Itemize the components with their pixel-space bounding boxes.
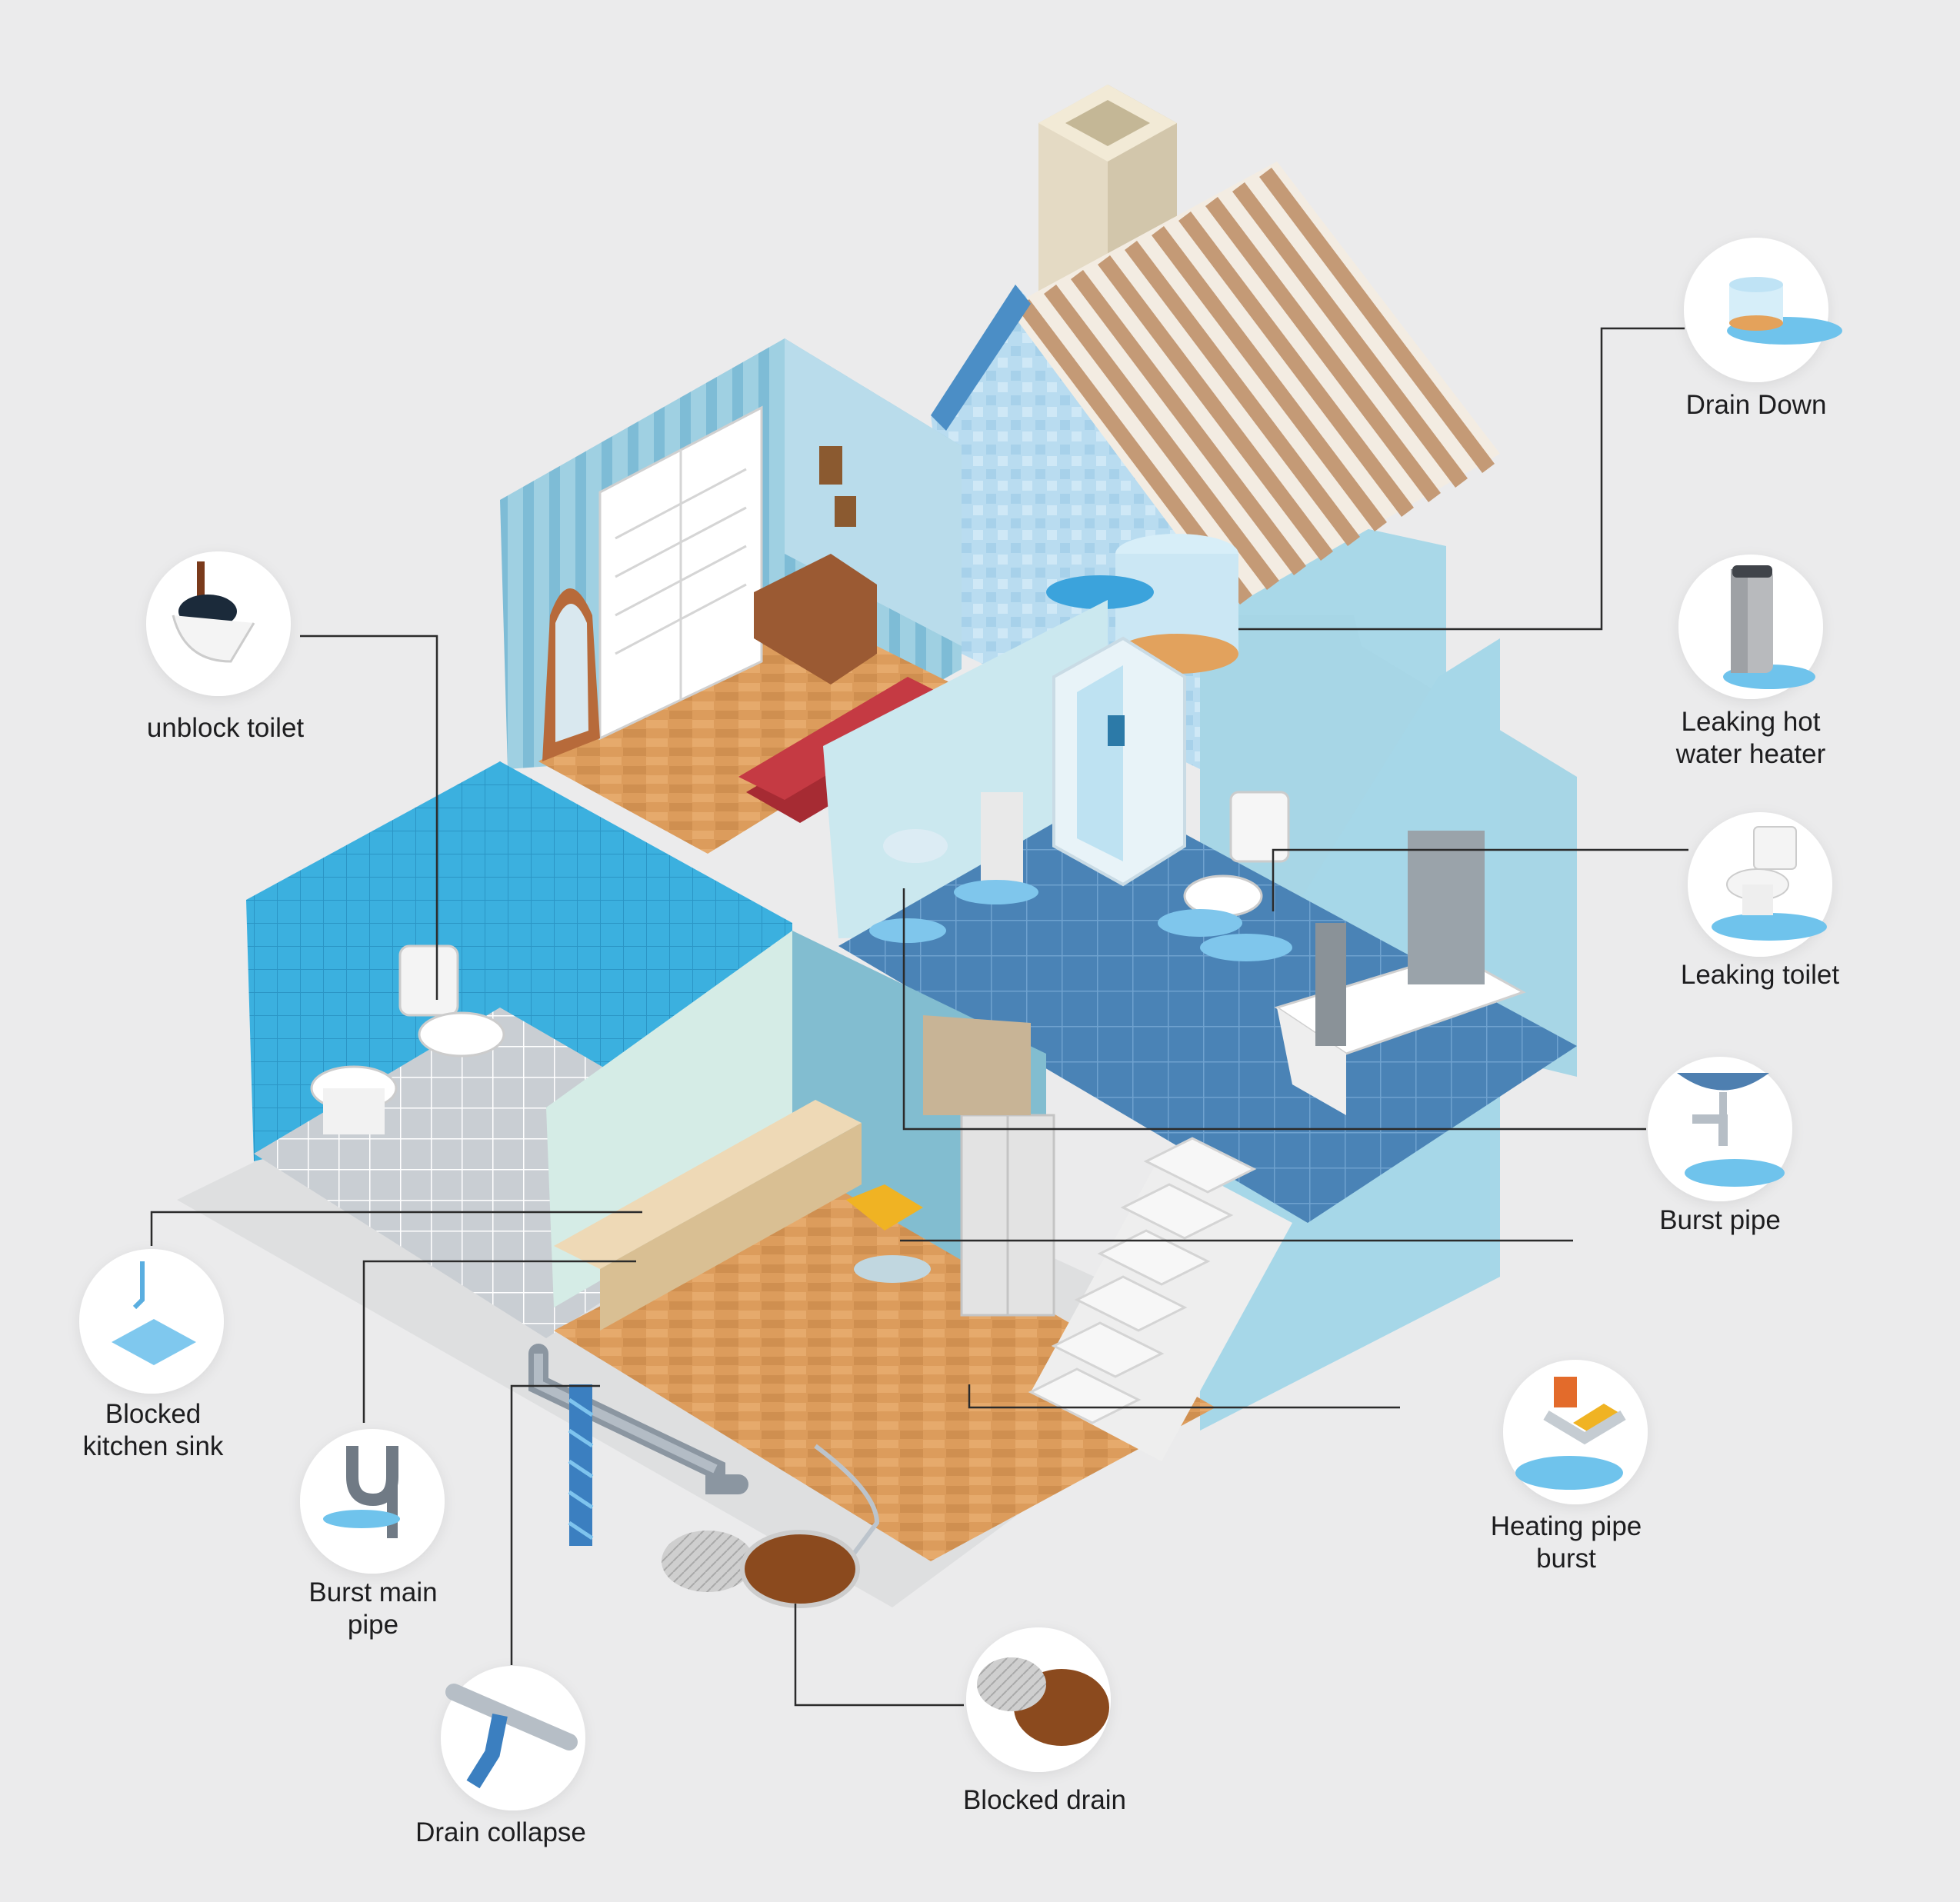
callout-icons — [79, 238, 1842, 1810]
callout-label-line: pipe — [347, 1610, 399, 1640]
callout-label-line: Burst main — [308, 1577, 438, 1607]
staircase — [1028, 1137, 1292, 1461]
callout-leaking-toilet: Leaking toilet — [1675, 959, 1845, 991]
callout-label-line: kitchen sink — [82, 1431, 224, 1461]
heating-pump-icon — [1503, 1360, 1648, 1504]
callout-drain-down: Drain Down — [1672, 389, 1841, 421]
callout-blocked-kitchen-sink: Blocked kitchen sink — [68, 1398, 238, 1463]
manhole-drain-icon — [966, 1627, 1111, 1772]
collapsed-drain-icon — [441, 1666, 585, 1810]
callout-label-line: water heater — [1675, 739, 1826, 769]
kitchen — [546, 931, 1215, 1561]
callout-burst-pipe: Burst pipe — [1635, 1204, 1805, 1237]
callout-label-line: Leaking hot — [1681, 707, 1821, 737]
roof — [931, 162, 1500, 608]
burst-sink-pipe-icon — [1648, 1057, 1792, 1201]
water-tank-icon — [1684, 238, 1842, 382]
callout-label-line: Drain collapse — [415, 1817, 586, 1847]
toilet-plunger-icon — [146, 551, 291, 696]
callout-label-line: unblock toilet — [146, 713, 305, 743]
water-heater-icon — [1678, 555, 1823, 699]
kitchen-sink-icon — [79, 1249, 224, 1394]
callout-burst-main-pipe: Burst main pipe — [288, 1577, 458, 1641]
upstairs-bathroom — [823, 600, 1577, 1223]
callout-label-line: Blocked — [105, 1399, 202, 1429]
callout-label-line: Heating pipe — [1490, 1511, 1642, 1541]
callout-drain-collapse: Drain collapse — [408, 1817, 593, 1849]
leader-lines — [150, 327, 1688, 1707]
callout-leaking-hot-water-heater: Leaking hot water heater — [1666, 706, 1835, 771]
callout-label-line: Burst pipe — [1659, 1205, 1781, 1235]
callout-blocked-drain: Blocked drain — [960, 1784, 1129, 1817]
u-bend-pipe-icon — [300, 1429, 445, 1574]
attic-water-tank — [1046, 534, 1238, 674]
leaking-toilet-icon — [1688, 812, 1832, 957]
callout-unblock-toilet: unblock toilet — [141, 712, 310, 744]
callout-label-line: Leaking toilet — [1680, 960, 1840, 990]
callout-label-line: Drain Down — [1685, 390, 1827, 420]
callout-heating-pipe-burst: Heating pipe burst — [1482, 1511, 1651, 1575]
manhole-area — [662, 1530, 860, 1608]
callout-label-line: burst — [1536, 1544, 1596, 1574]
callout-label-line: Blocked drain — [962, 1785, 1127, 1815]
underground-pipes — [528, 1344, 880, 1555]
